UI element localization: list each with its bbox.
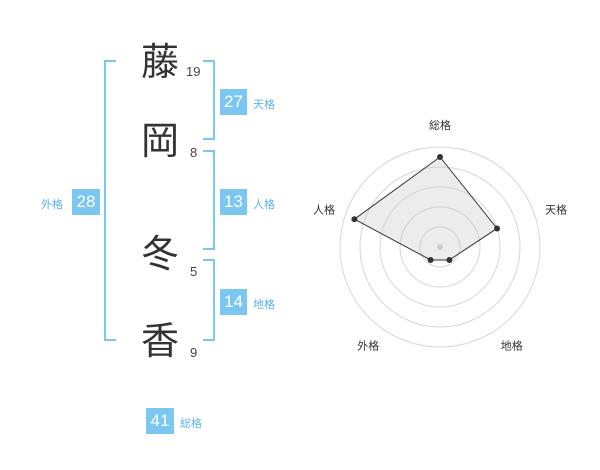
soukaku-label: 総格	[180, 417, 202, 430]
radar-ring	[399, 206, 481, 288]
radar-axis-label-4: 外格	[357, 339, 379, 353]
name-char-2: 岡	[140, 119, 179, 163]
radar-ring	[379, 186, 501, 308]
name-char-1: 藤	[140, 40, 179, 84]
gaikaku-bracket	[104, 60, 116, 341]
name-char-3: 冬	[140, 232, 179, 276]
stroke-count-2: 8	[190, 145, 198, 160]
radar-point-2	[494, 225, 501, 232]
radar-axis-label-3: 地格	[501, 339, 523, 353]
tenkaku-label: 天格	[253, 98, 275, 111]
radar-ring	[339, 146, 541, 348]
radar-axis-label-5: 人格	[313, 202, 335, 216]
jinkaku-value-badge: 13	[220, 189, 247, 215]
radar-axis-label-2: 天格	[545, 202, 567, 216]
chikaku-label: 地格	[253, 298, 275, 311]
radar-point-3	[446, 256, 453, 263]
soukaku-value-badge: 41	[146, 408, 174, 434]
jinkaku-bracket	[203, 150, 215, 250]
tenkaku-bracket	[203, 60, 215, 140]
jinkaku-label: 人格	[253, 198, 275, 211]
name-char-4: 香	[140, 319, 179, 363]
radar-axis-label-1: 総格	[429, 118, 451, 132]
radar-grid	[339, 146, 541, 348]
tenkaku-value-badge: 27	[220, 89, 247, 115]
chikaku-bracket	[203, 259, 215, 341]
radar-points	[351, 154, 501, 263]
stroke-count-4: 9	[190, 345, 198, 360]
radar-point-5	[351, 216, 358, 223]
radar-ring	[359, 166, 521, 328]
chikaku-value-badge: 14	[220, 289, 247, 315]
gaikaku-label: 外格	[41, 198, 63, 211]
stroke-count-1: 19	[186, 64, 201, 79]
radar-point-4	[427, 256, 434, 263]
radar-center-dot	[437, 244, 443, 250]
stroke-count-3: 5	[190, 264, 198, 279]
gaikaku-value-badge: 28	[72, 189, 100, 215]
radar-series-area	[353, 156, 498, 261]
radar-ring	[419, 226, 461, 268]
radar-point-1	[437, 154, 443, 160]
